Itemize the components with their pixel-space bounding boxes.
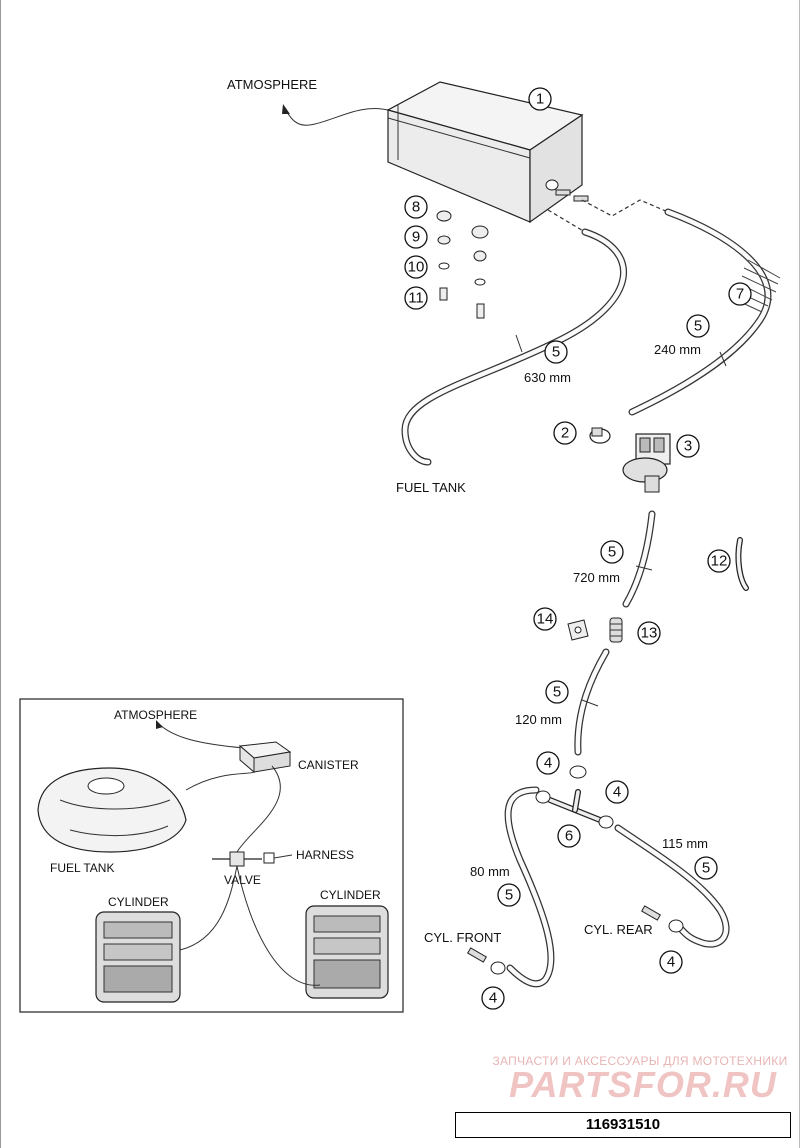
svg-text:5: 5 — [702, 860, 710, 877]
callout-5-120: 5 — [545, 680, 569, 704]
purge-valve-3 — [622, 433, 671, 493]
inset-cylinder-right — [305, 905, 389, 999]
svg-text:8: 8 — [412, 199, 420, 216]
svg-text:3: 3 — [684, 438, 692, 455]
callout-3: 3 — [676, 434, 700, 458]
watermark-logo: PARTSFOR.RU — [509, 1064, 777, 1105]
label-cyl-front: CYL. FRONT — [424, 930, 501, 945]
svg-text:9: 9 — [412, 229, 420, 246]
nipple-front — [467, 947, 506, 975]
svg-text:5: 5 — [552, 344, 560, 361]
svg-text:12: 12 — [711, 553, 728, 570]
length-115mm: 115 mm — [662, 836, 708, 851]
callout-4-right: 4 — [605, 780, 629, 804]
drawing-number-box: 116931510 — [455, 1112, 791, 1138]
inset-label-atmosphere: ATMOSPHERE — [114, 708, 197, 722]
strap-12 — [735, 537, 749, 591]
callout-13: 13 — [637, 621, 661, 645]
t-piece-6 — [547, 789, 603, 823]
watermark-tagline: ЗАПЧАСТИ И АКСЕССУАРЫ ДЛЯ МОТОТЕХНИКИ — [492, 1054, 788, 1068]
inset-cylinder-left — [95, 911, 181, 1003]
inset-label-fuel-tank: FUEL TANK — [50, 861, 114, 875]
callout-2: 2 — [553, 421, 577, 445]
length-120mm: 120 mm — [515, 712, 562, 727]
label-atmosphere: ATMOSPHERE — [227, 77, 317, 92]
hose-80mm — [504, 786, 555, 988]
svg-text:4: 4 — [489, 990, 497, 1007]
svg-text:4: 4 — [613, 784, 621, 801]
svg-text:10: 10 — [408, 259, 425, 276]
inset-label-valve: VALVE — [224, 873, 261, 887]
callout-14: 14 — [533, 607, 557, 631]
svg-text:14: 14 — [537, 611, 554, 628]
length-720mm: 720 mm — [573, 570, 620, 585]
callout-1: 1 — [528, 87, 552, 111]
callout-9: 9 — [404, 225, 428, 249]
hose-clamp-4-right — [598, 815, 614, 829]
atmosphere-arrow — [282, 104, 290, 114]
callout-5-115: 5 — [694, 856, 718, 880]
inset-label-canister: CANISTER — [298, 758, 359, 772]
canister — [386, 81, 589, 224]
drawing-number: 116931510 — [585, 1116, 661, 1133]
hose-240mm — [628, 208, 781, 416]
inset-schematic: ATMOSPHERE CANISTER FUEL TANK VALVE HARN… — [19, 698, 404, 1013]
svg-text:7: 7 — [736, 286, 744, 303]
hose-720mm — [622, 510, 656, 608]
svg-text:13: 13 — [641, 625, 658, 642]
page-left-border — [0, 0, 1, 1148]
inset-label-cylinder-right: CYLINDER — [320, 888, 381, 902]
connector-13 — [609, 617, 623, 643]
inset-canister — [238, 741, 292, 774]
callout-11: 11 — [404, 286, 428, 310]
svg-text:5: 5 — [694, 318, 702, 335]
callout-8: 8 — [404, 195, 428, 219]
hose-clamp-4-upper — [569, 765, 587, 779]
svg-text:5: 5 — [608, 544, 616, 561]
callout-12: 12 — [707, 549, 731, 573]
length-630mm: 630 mm — [524, 370, 571, 385]
svg-text:4: 4 — [544, 755, 552, 772]
callout-6: 6 — [557, 824, 581, 848]
callout-5-630: 5 — [544, 340, 568, 364]
hose-630mm — [401, 228, 628, 466]
nipple-rear — [641, 905, 684, 933]
svg-text:5: 5 — [553, 684, 561, 701]
label-fuel-tank: FUEL TANK — [396, 480, 466, 495]
svg-text:5: 5 — [505, 887, 513, 904]
inset-fuel-tank — [37, 767, 187, 853]
bracket-14 — [567, 619, 589, 641]
hardware-parts — [436, 210, 489, 319]
atmosphere-vent-line — [285, 108, 389, 126]
callout-4-upper: 4 — [536, 751, 560, 775]
svg-text:6: 6 — [565, 828, 573, 845]
callout-10: 10 — [404, 255, 428, 279]
svg-text:1: 1 — [536, 91, 544, 108]
hose-clamp-4-left — [535, 790, 551, 804]
hose-115mm — [614, 824, 730, 948]
inset-label-cylinder-left: CYLINDER — [108, 895, 169, 909]
label-cyl-rear: CYL. REAR — [584, 922, 653, 937]
callout-5-80: 5 — [497, 883, 521, 907]
callout-5-240: 5 — [686, 314, 710, 338]
svg-text:4: 4 — [667, 954, 675, 971]
inset-label-harness: HARNESS — [296, 848, 354, 862]
callout-4-rear: 4 — [659, 950, 683, 974]
svg-text:2: 2 — [561, 425, 569, 442]
callout-4-front: 4 — [481, 986, 505, 1010]
callout-5-720: 5 — [600, 540, 624, 564]
svg-text:11: 11 — [408, 290, 424, 307]
hose-120mm — [574, 648, 610, 756]
hose-clamp-2 — [589, 427, 611, 444]
length-240mm: 240 mm — [654, 342, 701, 357]
callout-7: 7 — [728, 282, 752, 306]
length-80mm: 80 mm — [470, 864, 510, 879]
